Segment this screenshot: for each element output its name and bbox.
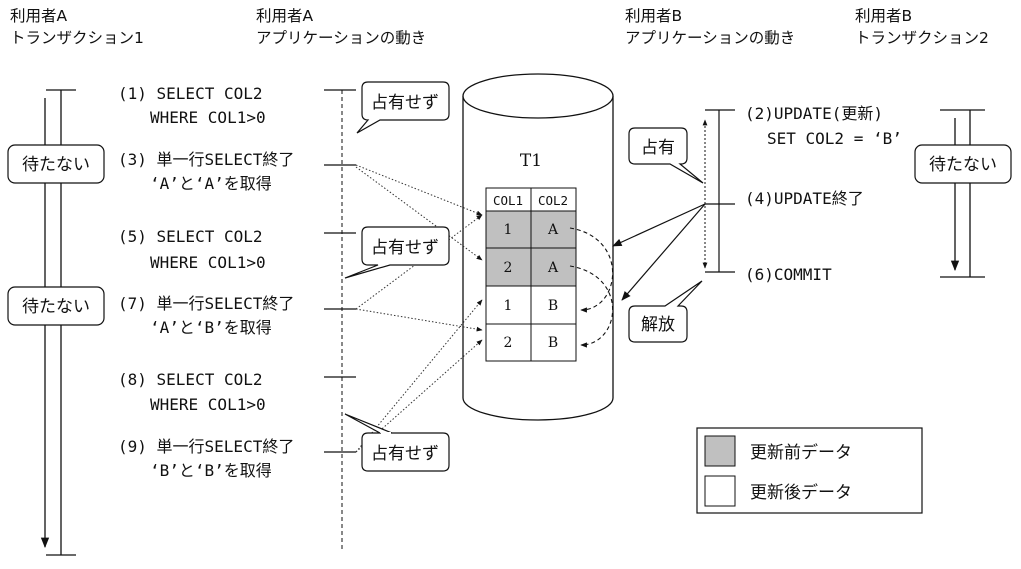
- header-userA-tx-line1: 利用者A: [10, 7, 68, 25]
- step-7-line2: ‘A’と‘B’を取得: [150, 318, 272, 337]
- header-userB-app-line2: アプリケーションの動き: [625, 29, 795, 47]
- step-9-line2: ‘B’と‘B’を取得: [150, 461, 272, 480]
- bubble-no-lock-1: 占有せず: [356, 81, 450, 134]
- header-userB-app-line1: 利用者B: [625, 7, 682, 25]
- table-name: T1: [520, 151, 542, 171]
- userA-app-timeline: [324, 89, 356, 552]
- legend-before-label: 更新前データ: [750, 442, 852, 463]
- step-6: (6)COMMIT: [745, 265, 832, 284]
- bubble-no-lock-1-text: 占有せず: [371, 93, 439, 113]
- step-8-line2: WHERE COL1>0: [150, 395, 266, 414]
- step-1-line1: (1) SELECT COL2: [118, 84, 263, 103]
- userB-arrows: [612, 203, 706, 301]
- bubble-no-lock-3-text: 占有せず: [371, 444, 439, 464]
- step-2-line2: SET COL2 = ‘B’: [767, 129, 902, 148]
- step-8-line1: (8) SELECT COL2: [118, 370, 263, 389]
- bubble-lock-text: 占有: [641, 138, 675, 158]
- tx2-timeline: [940, 109, 985, 278]
- no-wait-b-text: 待たない: [929, 155, 997, 175]
- legend: 更新前データ 更新後データ: [696, 427, 923, 514]
- no-wait-a2-text: 待たない: [22, 297, 90, 317]
- bubble-no-lock-3: 占有せず: [344, 413, 450, 472]
- step-3-line1: (3) 単一行SELECT終了: [118, 150, 294, 169]
- step-5-line2: WHERE COL1>0: [150, 253, 266, 272]
- column-header-col1: COL1: [493, 193, 523, 208]
- table-cell: 2: [504, 335, 513, 351]
- table-cell: A: [547, 260, 559, 276]
- no-wait-box-a1: 待たない: [7, 144, 105, 184]
- step-2-line1: (2)UPDATE(更新): [745, 104, 883, 123]
- no-wait-a1-text: 待たない: [22, 155, 90, 175]
- legend-after-label: 更新後データ: [750, 482, 852, 503]
- column-header-col2: COL2: [538, 193, 568, 208]
- header-userA-app-line2: アプリケーションの動き: [256, 29, 426, 47]
- step-5-line1: (5) SELECT COL2: [118, 227, 263, 246]
- table-cell: 2: [504, 260, 513, 276]
- no-wait-box-b: 待たない: [914, 144, 1012, 184]
- step-3-line2: ‘A’と‘A’を取得: [150, 174, 272, 193]
- legend-before-swatch: [704, 435, 736, 467]
- update-arcs: [569, 227, 614, 348]
- no-wait-box-a2: 待たない: [7, 286, 105, 326]
- header-userB-tx-line1: 利用者B: [855, 7, 912, 25]
- userB-app-timeline: [702, 109, 735, 273]
- data-table: COL1 COL2 1 A 2 A 1 B 2 B: [485, 187, 577, 362]
- step-9-line1: (9) 単一行SELECT終了: [118, 437, 294, 456]
- bubble-release: 解放: [628, 280, 703, 343]
- header-userB-tx-line2: トランザクション2: [855, 29, 989, 47]
- header-userA-app-line1: 利用者A: [256, 7, 314, 25]
- header-userA-tx-line2: トランザクション1: [10, 29, 144, 47]
- table-cell: B: [548, 335, 558, 351]
- table-cell: A: [547, 222, 559, 238]
- step-1-line2: WHERE COL1>0: [150, 108, 266, 127]
- bubble-no-lock-2-text: 占有せず: [371, 238, 439, 258]
- bubble-release-text: 解放: [641, 315, 675, 335]
- table-cell: 1: [504, 222, 513, 238]
- table-cell: 1: [504, 298, 513, 314]
- step-4: (4)UPDATE終了: [745, 189, 864, 208]
- table-cell: B: [548, 298, 558, 314]
- bubble-no-lock-2: 占有せず: [344, 226, 450, 279]
- step-7-line1: (7) 単一行SELECT終了: [118, 294, 294, 313]
- bubble-lock: 占有: [628, 127, 704, 184]
- legend-after-swatch: [704, 475, 736, 507]
